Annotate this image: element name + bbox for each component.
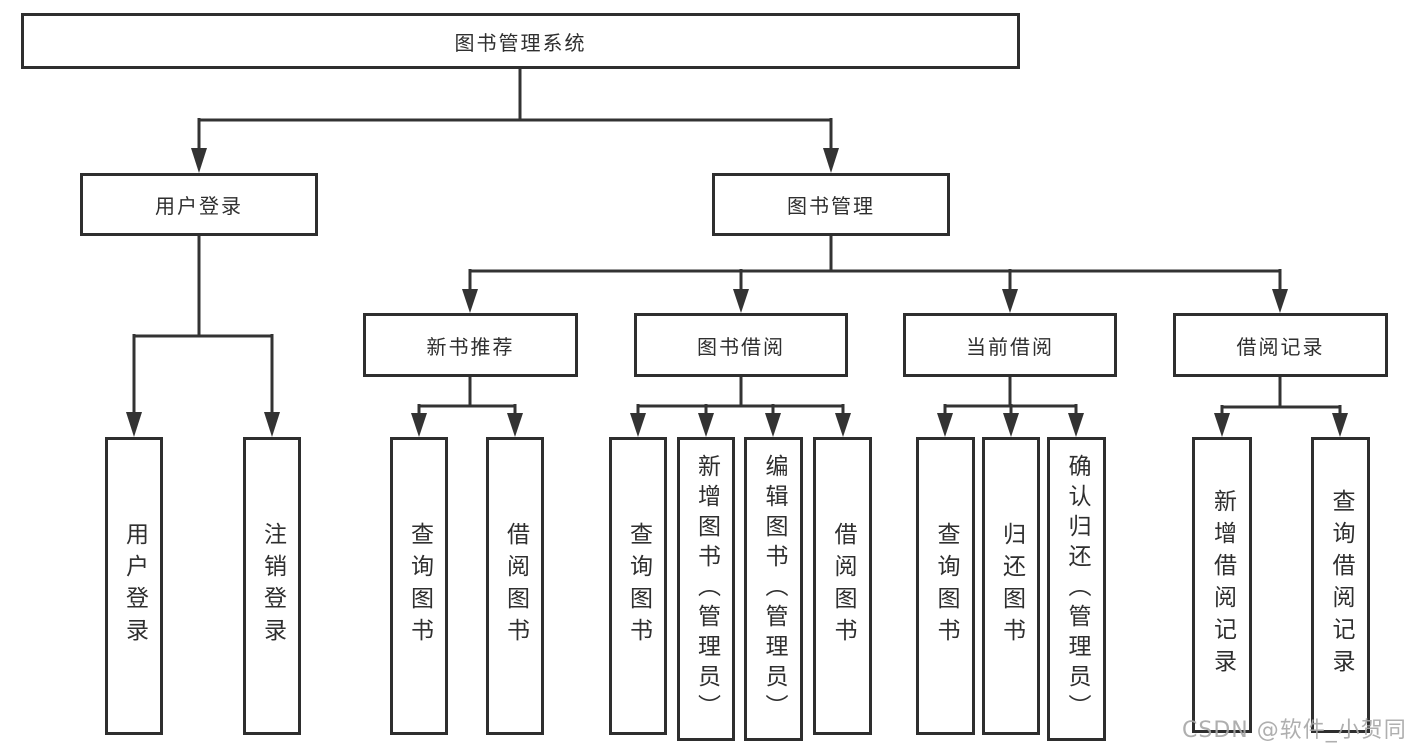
leaf-bb-query-label: 查询图书 (625, 522, 652, 650)
leaf-bb-edit-label: 编辑图书（管理员） (761, 454, 787, 724)
edges-root-to-level2 (191, 69, 839, 173)
node-current-borrow: 当前借阅 (903, 313, 1117, 377)
leaf-nbr-borrow-label: 借阅图书 (502, 522, 529, 650)
edges-current-borrow (937, 377, 1084, 437)
leaf-cb-confirm-label: 确认归还（管理员） (1064, 454, 1090, 724)
leaf-br-add: 新增借阅记录 (1192, 437, 1252, 733)
leaf-logout: 注销登录 (243, 437, 301, 735)
leaf-br-query-label: 查询借阅记录 (1328, 489, 1354, 681)
leaf-cb-query-label: 查询图书 (933, 522, 959, 650)
leaf-cb-return-label: 归还图书 (998, 522, 1025, 650)
leaf-br-query: 查询借阅记录 (1311, 437, 1370, 733)
leaf-bb-add-label: 新增图书（管理员） (693, 454, 720, 724)
leaf-nbr-borrow: 借阅图书 (486, 437, 544, 735)
leaf-logout-label: 注销登录 (259, 522, 286, 650)
node-new-book-rec: 新书推荐 (363, 313, 578, 377)
leaf-bb-query: 查询图书 (609, 437, 667, 735)
node-user-login: 用户登录 (80, 173, 318, 236)
edges-new-book-rec (411, 377, 523, 437)
edges-book-borrow (630, 377, 851, 437)
node-borrow-record: 借阅记录 (1173, 313, 1388, 377)
node-book-mgmt-label: 图书管理 (787, 194, 875, 218)
leaf-nbr-query-label: 查询图书 (406, 522, 433, 650)
leaf-cb-confirm: 确认归还（管理员） (1047, 437, 1106, 741)
leaf-bb-borrow: 借阅图书 (813, 437, 872, 735)
leaf-bb-add: 新增图书（管理员） (677, 437, 735, 741)
node-borrow-record-label: 借阅记录 (1236, 334, 1325, 359)
leaf-user-login-label: 用户登录 (121, 522, 148, 650)
node-book-mgmt: 图书管理 (712, 173, 950, 236)
node-book-borrow-label: 图书借阅 (697, 334, 785, 359)
node-current-borrow-label: 当前借阅 (966, 334, 1054, 359)
leaf-cb-return: 归还图书 (982, 437, 1040, 735)
csdn-watermark: CSDN @软件_小贺同学 (1182, 718, 1405, 743)
edges-user-login (126, 236, 280, 437)
node-root: 图书管理系统 (21, 13, 1020, 69)
node-user-login-label: 用户登录 (155, 194, 243, 218)
edges-book-mgmt (462, 236, 1288, 313)
edges-borrow-record (1214, 377, 1348, 437)
node-book-borrow: 图书借阅 (634, 313, 848, 377)
leaf-nbr-query: 查询图书 (390, 437, 448, 735)
node-root-label: 图书管理系统 (454, 30, 587, 55)
leaf-user-login: 用户登录 (105, 437, 163, 735)
node-new-book-rec-label: 新书推荐 (426, 334, 515, 359)
leaf-br-add-label: 新增借阅记录 (1209, 489, 1236, 681)
leaf-bb-edit: 编辑图书（管理员） (744, 437, 803, 741)
leaf-cb-query: 查询图书 (916, 437, 975, 735)
leaf-bb-borrow-label: 借阅图书 (830, 522, 856, 650)
